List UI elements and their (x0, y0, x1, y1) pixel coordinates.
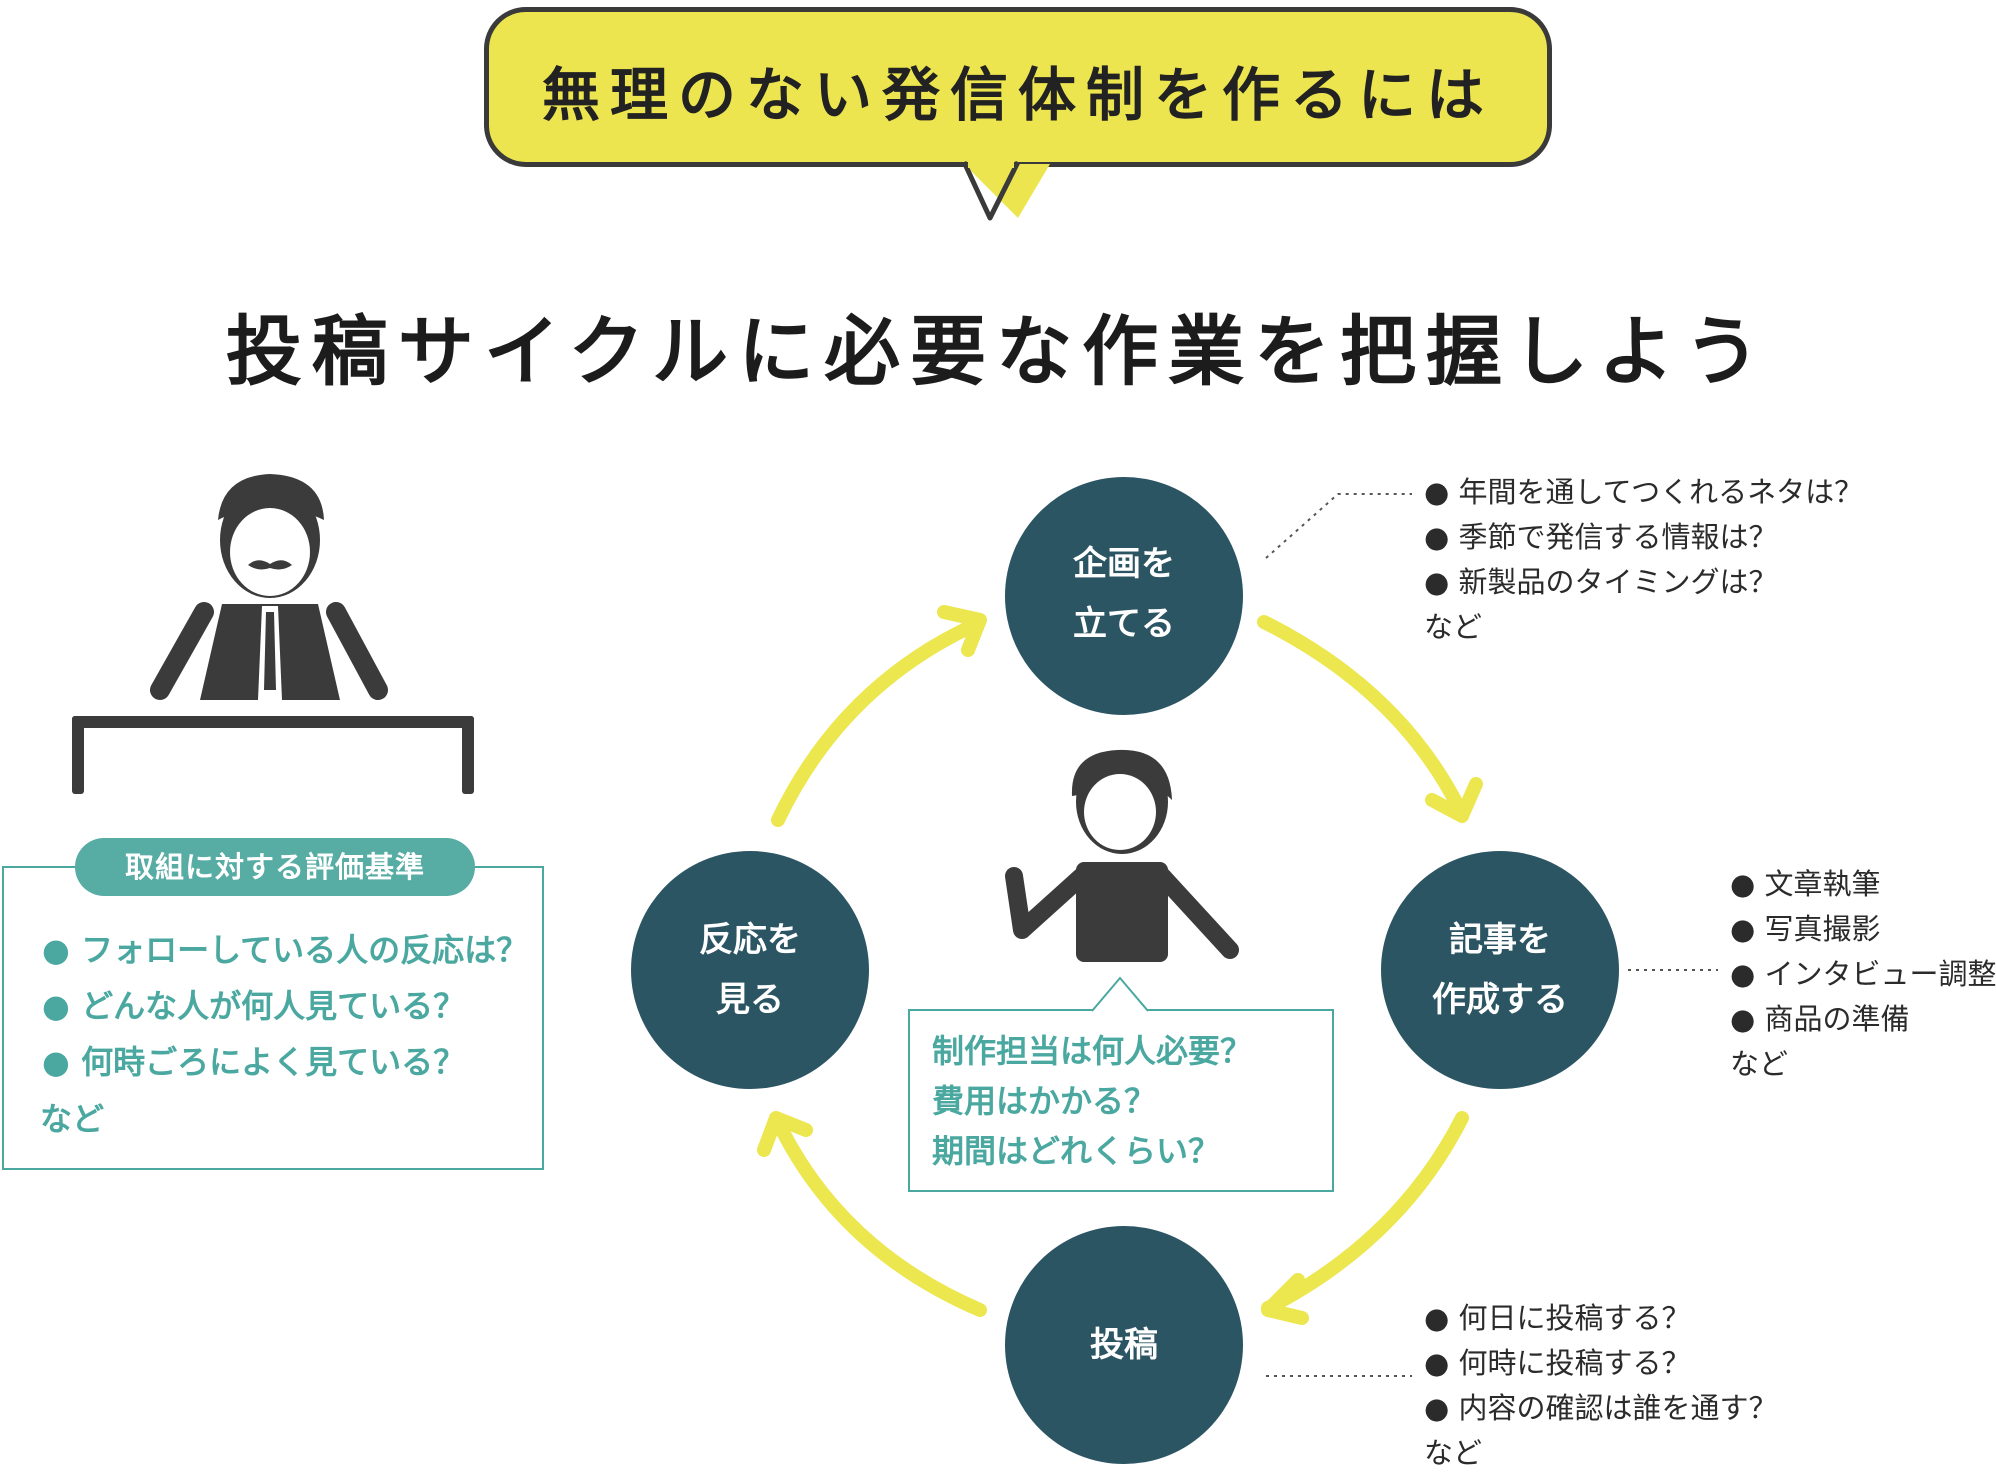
notes-plan: ● 年間を通してつくれるネタは？ ● 季節で発信する情報は？ ● 新製品のタイミ… (1424, 470, 1863, 650)
notes-write: ● 文章執筆 ● 写真撮影 ● インタビュー調整 ● 商品の準備 など (1730, 862, 1996, 1087)
node-react-line1: 反応を (699, 920, 801, 960)
notes-etc: など (1424, 1436, 1483, 1470)
node-plan: 企画を 立てる (1004, 534, 1244, 654)
evaluation-title: 取組に対する評価基準 (75, 838, 475, 896)
evaluation-etc: など (40, 1100, 105, 1138)
node-react: 反応を 見る (630, 910, 870, 1030)
questions-box-pointer (1091, 976, 1149, 1012)
node-react-circle (631, 851, 869, 1089)
notes-etc: など (1424, 610, 1483, 644)
cycle-arrows (757, 605, 1483, 1325)
questions-box (908, 1009, 1334, 1192)
node-post: 投稿 (1004, 1315, 1244, 1375)
node-write-line2: 作成する (1432, 980, 1568, 1020)
node-post-circle (1005, 1226, 1243, 1464)
list-item: 期間はどれくらい？ (932, 1132, 1221, 1170)
list-item: ● 年間を通してつくれるネタは？ (1424, 475, 1864, 509)
notes-etc: など (1730, 1047, 1789, 1081)
leader-lines (1265, 493, 1718, 1377)
node-post-line1: 投稿 (1090, 1325, 1158, 1365)
notes-post: ● 何日に投稿する？ ● 何時に投稿する？ ● 内容の確認は誰を通す？ など (1424, 1296, 1778, 1476)
node-write-line1: 記事を (1449, 920, 1551, 960)
list-item: 制作担当は何人必要？ (932, 1032, 1253, 1070)
evaluation-list: ● フォローしている人の反応は？ ● どんな人が何人見ている？ ● 何時ごろによ… (42, 922, 528, 1090)
arrow-react-to-plan-head (937, 605, 987, 657)
node-plan-circle (1005, 477, 1243, 715)
arrow-post-to-react-head (757, 1111, 813, 1157)
list-item: ● どんな人が何人見ている？ (42, 987, 466, 1025)
list-item: ● フォローしている人の反応は？ (42, 931, 529, 969)
main-heading: 投稿サイクルに必要な作業を把握しよう (225, 307, 1771, 396)
bubble-title: 無理のない発信体制を作るには (541, 61, 1494, 129)
list-item: ● 何日に投稿する？ (1424, 1301, 1691, 1335)
arrow-plan-to-write (1257, 615, 1467, 817)
list-item: ● 何時に投稿する？ (1424, 1346, 1691, 1380)
title-bubble (484, 7, 1552, 167)
list-item: ● 何時ごろによく見ている？ (42, 1043, 466, 1081)
list-item: ● 内容の確認は誰を通す？ (1424, 1391, 1778, 1425)
list-item: ● インタビュー調整 (1730, 957, 1996, 991)
evaluation-box (2, 866, 544, 1170)
arrow-post-to-react (771, 1115, 987, 1317)
node-write-circle (1381, 851, 1619, 1089)
list-item: ● 商品の準備 (1730, 1002, 1910, 1036)
node-write: 記事を 作成する (1380, 910, 1620, 1030)
arrow-write-to-post-head (1261, 1273, 1309, 1325)
arrow-plan-to-write-head (1425, 777, 1483, 823)
manager-figure-icon (72, 474, 474, 794)
list-item: ● 文章執筆 (1730, 867, 1881, 901)
list-item: ● 新製品のタイミングは？ (1424, 565, 1778, 599)
list-item: ● 写真撮影 (1730, 912, 1881, 946)
list-item: 費用はかかる？ (932, 1082, 1157, 1120)
person-figure-icon (1005, 749, 1239, 962)
node-react-line2: 見る (716, 980, 784, 1020)
node-plan-line2: 立てる (1073, 604, 1175, 644)
arrow-write-to-post (1261, 1111, 1469, 1315)
node-plan-line1: 企画を (1073, 544, 1175, 584)
questions-list: 制作担当は何人必要？ 費用はかかる？ 期間はどれくらい？ (932, 1026, 1252, 1176)
arrow-react-to-plan (771, 621, 975, 827)
list-item: ● 季節で発信する情報は？ (1424, 520, 1778, 554)
